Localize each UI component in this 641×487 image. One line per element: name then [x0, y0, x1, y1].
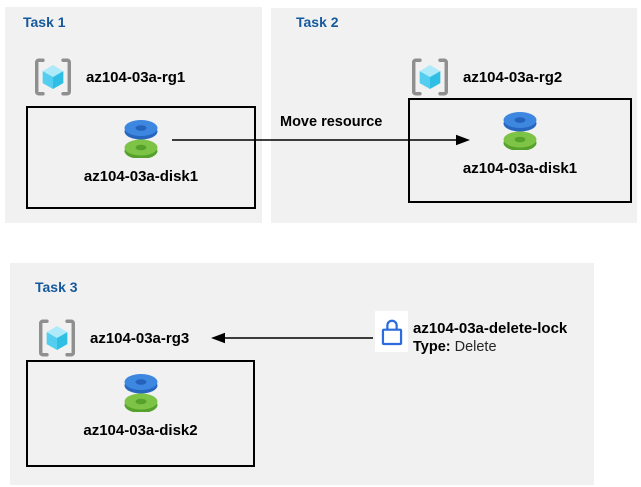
resource-group-icon — [35, 58, 71, 96]
task-2-resource-group-row: az104-03a-rg2 — [408, 55, 562, 99]
task-3-resource-group-label: az104-03a-rg3 — [90, 329, 190, 347]
delete-lock-name: az104-03a-delete-lock — [413, 320, 568, 337]
delete-lock-chip — [375, 311, 408, 352]
panel-task-3: Task 3 az104-03a-rg3 az104-03a-disk2 — [10, 263, 594, 485]
disk-icon — [503, 112, 537, 150]
task-3-resource-box: az104-03a-disk2 — [26, 360, 255, 467]
task-1-resource-group-label: az104-03a-rg1 — [86, 68, 186, 86]
lock-icon — [381, 319, 402, 345]
task-3-disk-label: az104-03a-disk2 — [83, 422, 198, 439]
task-2-title: Task 2 — [296, 14, 339, 30]
disk-icon — [124, 120, 158, 158]
delete-lock-type-line: Type:Delete — [413, 338, 567, 357]
delete-lock-text: az104-03a-delete-lock Type:Delete — [413, 319, 567, 357]
resource-group-icon — [39, 319, 75, 357]
task-1-resource-group-row: az104-03a-rg1 — [31, 55, 185, 99]
delete-lock-type-value: Delete — [454, 339, 497, 355]
delete-lock-type-label: Type: — [413, 339, 451, 355]
task-2-resource-group-label: az104-03a-rg2 — [463, 68, 563, 86]
task-1-disk-label: az104-03a-disk1 — [83, 168, 199, 185]
panel-task-1: Task 1 az104-03a-rg1 az104-03a-disk1 — [5, 7, 262, 223]
task-2-resource-box: az104-03a-disk1 — [408, 98, 632, 203]
task-1-title: Task 1 — [23, 14, 66, 30]
move-resource-label: Move resource — [280, 114, 383, 130]
disk-icon — [124, 374, 157, 412]
task-2-disk-label: az104-03a-disk1 — [462, 160, 578, 177]
task-3-resource-group-row: az104-03a-rg3 — [35, 316, 189, 360]
task-3-title: Task 3 — [35, 279, 78, 295]
resource-group-icon — [412, 58, 448, 96]
panel-task-2: Task 2 az104-03a-rg2 az104-03a-disk1 — [271, 8, 637, 223]
task-1-resource-box: az104-03a-disk1 — [26, 106, 256, 209]
